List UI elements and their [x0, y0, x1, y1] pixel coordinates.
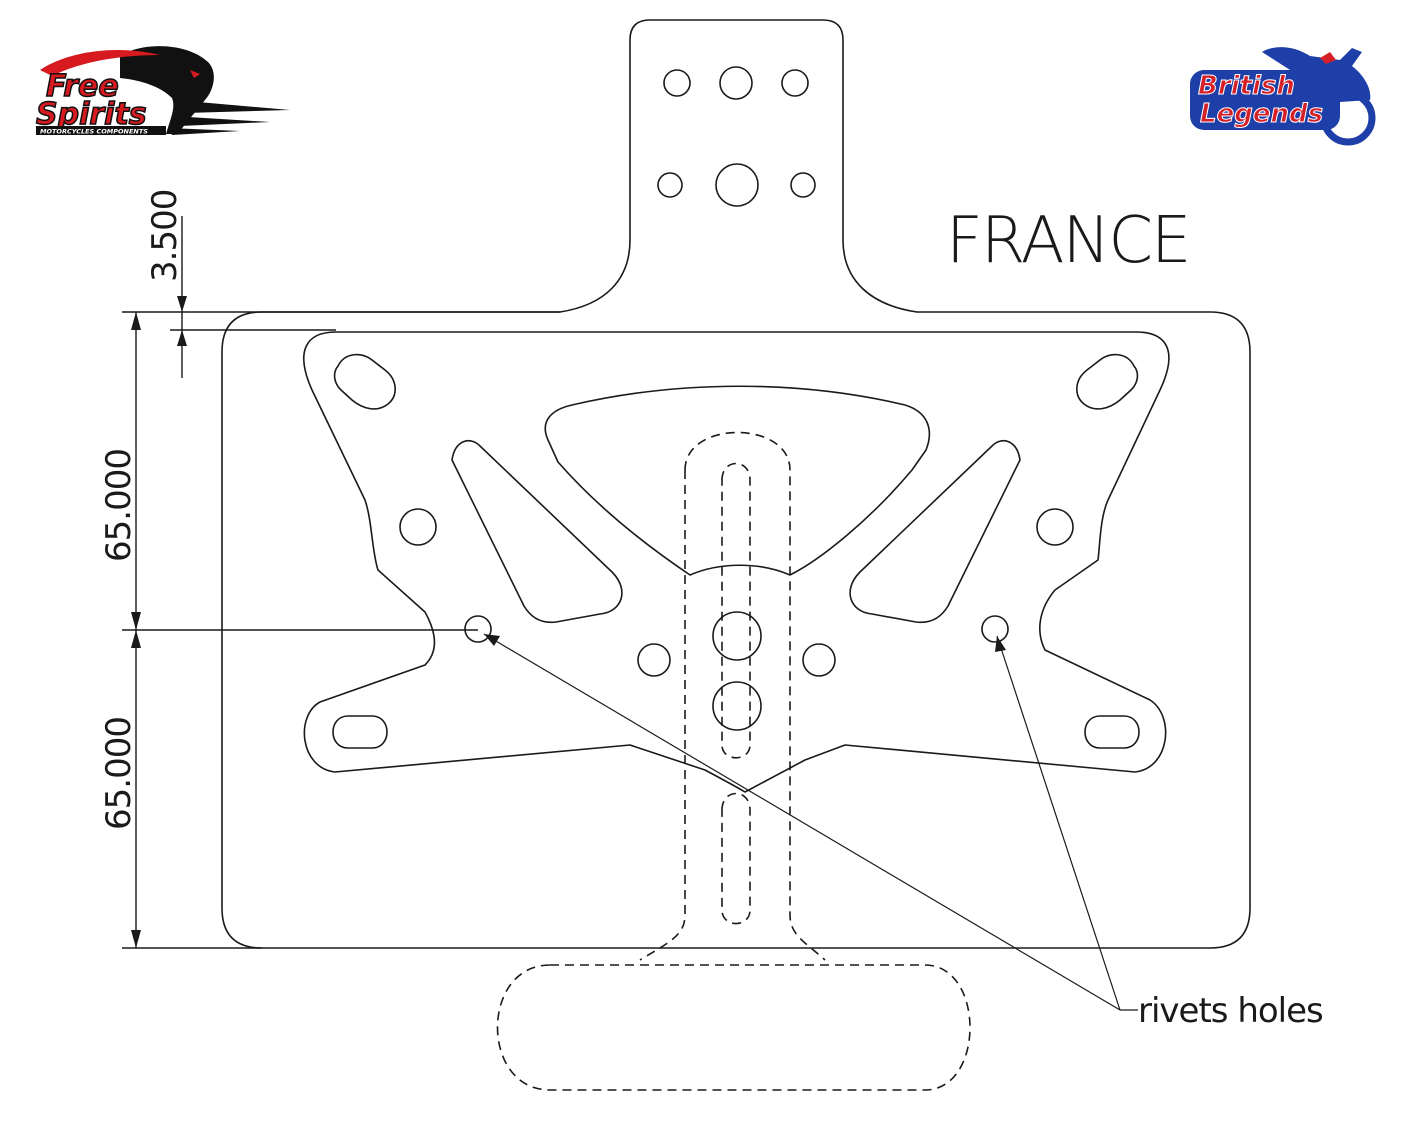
tab-holes [657, 66, 816, 207]
side-holes [399, 508, 1074, 546]
free-spirits-logo: Free Spirits MOTORCYCLES COMPONENTS [35, 46, 290, 136]
annotation-leaders [483, 633, 1138, 1011]
dimension-lines [122, 216, 560, 949]
free-spirits-line1: Free [46, 69, 119, 104]
free-spirits-tagline: MOTORCYCLES COMPONENTS [40, 128, 148, 136]
rivets-holes-label: rivets holes [1138, 991, 1323, 1031]
hidden-mounting-arm [496, 431, 971, 1091]
bracket-outline [303, 331, 1170, 793]
top-arc-cutout [544, 385, 931, 576]
dim-top-offset: 3.500 [145, 190, 185, 282]
triangular-cutouts [451, 439, 1021, 624]
plate-outline [221, 19, 1251, 949]
british-legends-logo: British Legends [1190, 47, 1376, 146]
corner-slots [332, 353, 1140, 749]
dim-upper-span: 65.000 [99, 449, 139, 562]
british-legends-line2: Legends [1200, 99, 1323, 129]
dim-lower-span: 65.000 [99, 717, 139, 830]
british-legends-line1: British [1198, 71, 1295, 101]
country-label: FRANCE [946, 204, 1189, 278]
rivet-holes [464, 615, 1009, 643]
center-holes [637, 611, 836, 731]
